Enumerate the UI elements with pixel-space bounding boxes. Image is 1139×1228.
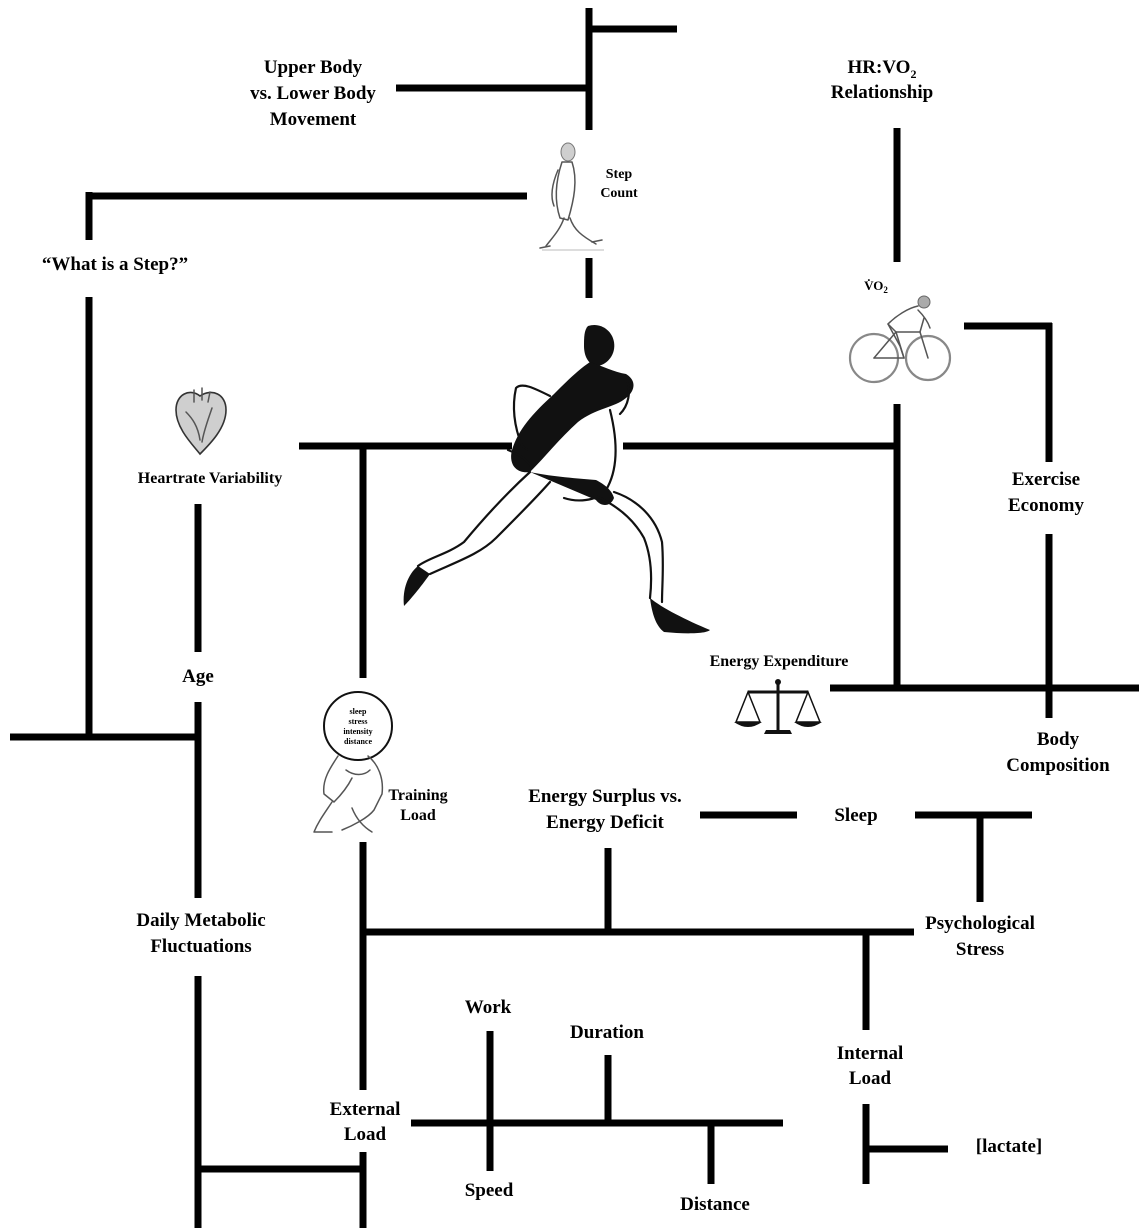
atlas-icon bbox=[313, 691, 393, 833]
label-line: Load bbox=[400, 807, 436, 824]
node-training-load: Training Load bbox=[388, 787, 447, 824]
label-line: Stress bbox=[956, 939, 1004, 960]
label-line: Internal bbox=[837, 1043, 904, 1064]
label-line: Training bbox=[388, 787, 447, 804]
label-line: Movement bbox=[270, 109, 357, 130]
globe-text: sleep bbox=[350, 707, 367, 716]
label-line: Energy Surplus vs. bbox=[528, 786, 682, 807]
label-line: V̇O bbox=[864, 278, 883, 293]
connector-lines bbox=[10, 8, 1139, 1228]
node-age: Age bbox=[182, 666, 214, 687]
label-line: External bbox=[330, 1099, 401, 1120]
node-lactate: [lactate] bbox=[976, 1136, 1042, 1157]
label-line: Fluctuations bbox=[150, 936, 251, 957]
node-energy-expenditure: Energy Expenditure bbox=[710, 653, 849, 670]
label-line: Composition bbox=[1006, 755, 1110, 776]
runner-icon bbox=[403, 324, 710, 634]
label-line: Energy Deficit bbox=[546, 812, 664, 833]
node-upper-body-movement: Upper Body vs. Lower Body Movement bbox=[250, 57, 376, 130]
node-body-composition: Body Composition bbox=[1006, 729, 1110, 776]
label-line: Daily Metabolic bbox=[136, 910, 265, 931]
node-psychological-stress: Psychological Stress bbox=[925, 913, 1035, 960]
node-distance: Distance bbox=[680, 1194, 750, 1215]
label-line: Exercise bbox=[1012, 469, 1080, 490]
node-daily-metabolic-fluctuations: Daily Metabolic Fluctuations bbox=[136, 910, 265, 957]
cyclist-icon bbox=[848, 295, 952, 384]
label-line: Step bbox=[606, 167, 633, 182]
node-training-load-globe: sleep stress intensity distance bbox=[343, 707, 372, 746]
label-line: Load bbox=[849, 1068, 892, 1089]
label-line: Economy bbox=[1008, 495, 1085, 516]
node-work: Work bbox=[465, 997, 512, 1018]
globe-text: intensity bbox=[343, 727, 372, 736]
globe-text: stress bbox=[349, 717, 368, 726]
svg-text:HR:VO2: HR:VO2 bbox=[848, 57, 917, 81]
scales-icon bbox=[734, 679, 822, 734]
heart-icon bbox=[175, 387, 227, 456]
label-line: vs. Lower Body bbox=[250, 83, 376, 104]
subscript: 2 bbox=[883, 285, 888, 295]
node-duration: Duration bbox=[570, 1022, 644, 1043]
node-what-is-a-step: “What is a Step?” bbox=[42, 254, 188, 275]
label-line: Load bbox=[344, 1124, 387, 1145]
label-line: Psychological bbox=[925, 913, 1035, 934]
node-vo2: V̇O2 bbox=[864, 278, 888, 295]
label-line: Relationship bbox=[831, 82, 933, 103]
node-sleep: Sleep bbox=[834, 805, 877, 826]
node-external-load: External Load bbox=[330, 1099, 401, 1145]
label-line: Body bbox=[1037, 729, 1080, 750]
node-internal-load: Internal Load bbox=[837, 1043, 904, 1089]
node-speed: Speed bbox=[465, 1180, 514, 1201]
label-line: HR:VO bbox=[848, 57, 911, 78]
node-step-count: Step Count bbox=[600, 167, 638, 201]
walking-man-icon bbox=[539, 142, 604, 251]
globe-text: distance bbox=[344, 737, 372, 746]
subscript: 2 bbox=[910, 67, 916, 81]
node-hr-vo2-relationship: HR:VO2 Relationship bbox=[831, 57, 933, 103]
node-energy-surplus-deficit: Energy Surplus vs. Energy Deficit bbox=[528, 786, 682, 833]
label-line: Count bbox=[600, 186, 638, 201]
labels: Upper Body vs. Lower Body Movement HR:VO… bbox=[42, 57, 1110, 1215]
node-heartrate-variability: Heartrate Variability bbox=[138, 470, 282, 487]
node-exercise-economy: Exercise Economy bbox=[1008, 469, 1085, 516]
label-line: Upper Body bbox=[264, 57, 363, 78]
